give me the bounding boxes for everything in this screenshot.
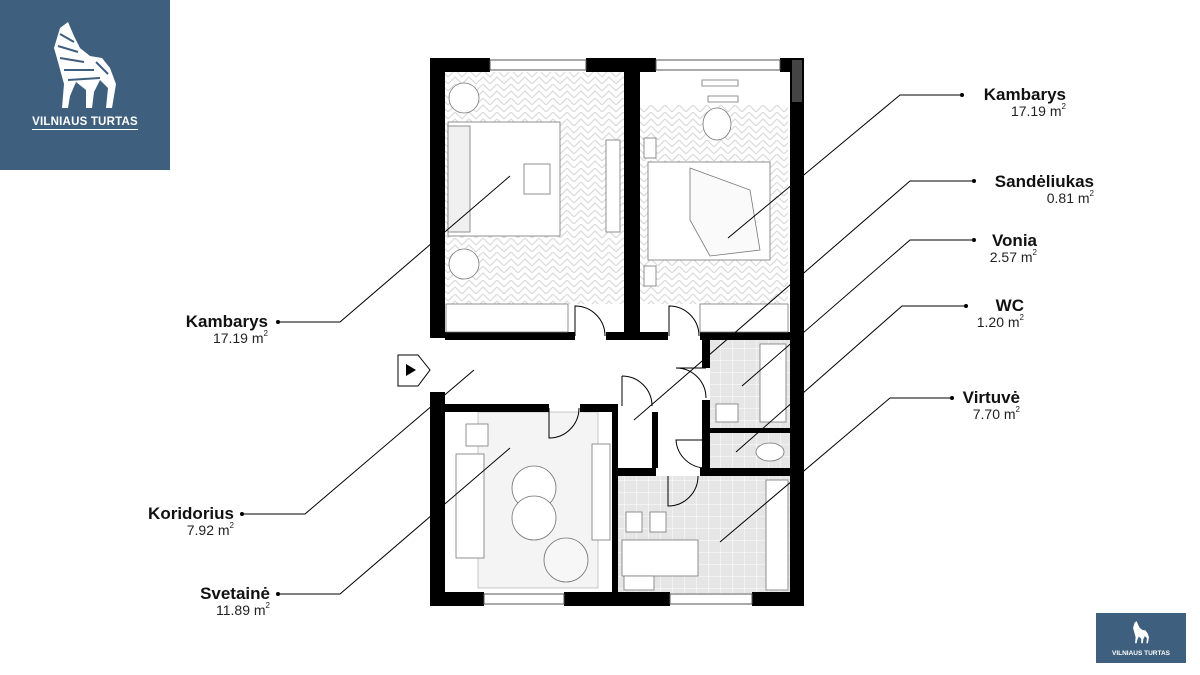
- furniture: [445, 79, 789, 591]
- room-area: 0.81 m2: [1046, 189, 1094, 206]
- windows: [483, 59, 781, 605]
- doors: [548, 305, 707, 507]
- room-name: Kambarys: [185, 312, 268, 331]
- wolf-icon: [1133, 621, 1149, 644]
- leader-dots: [240, 93, 976, 596]
- room-label: Vonia 2.57 m2: [900, 232, 1037, 264]
- room-name: Svetainė: [200, 584, 270, 603]
- radiator: [792, 60, 802, 102]
- room-label: Sandėliukas 0.81 m2: [900, 173, 1094, 205]
- wolf-icon: [54, 22, 116, 108]
- brand-logo-large: VILNIAUS TURTAS: [0, 0, 170, 170]
- room-name: Koridorius: [148, 504, 234, 523]
- room-area: 7.70 m2: [972, 405, 1020, 422]
- room-name: Sandėliukas: [994, 172, 1094, 191]
- leader-lines: [244, 94, 972, 595]
- room-label: WC 1.20 m2: [900, 297, 1024, 329]
- walls: [430, 58, 804, 606]
- room-area: 2.57 m2: [989, 248, 1037, 265]
- room-label: Kambarys 17.19 m2: [900, 86, 1066, 118]
- room-area: 17.19 m2: [1010, 102, 1066, 119]
- room-label: Svetainė 11.89 m2: [120, 585, 270, 617]
- room-label: Kambarys 17.19 m2: [120, 313, 268, 345]
- room-name: Virtuvė: [962, 388, 1020, 407]
- brand-name-small: VILNIAUS TURTAS: [1111, 650, 1171, 657]
- brand-logo-small: VILNIAUS TURTAS: [1096, 613, 1186, 663]
- room-name: WC: [995, 296, 1024, 315]
- room-name: Kambarys: [983, 85, 1066, 104]
- room-label: Koridorius 7.92 m2: [100, 505, 234, 537]
- room-area: 1.20 m2: [976, 313, 1024, 330]
- room-area: 7.92 m2: [186, 521, 234, 538]
- brand-name: VILNIAUS TURTAS: [32, 116, 138, 130]
- room-area: 11.89 m2: [215, 601, 270, 618]
- room-label: Virtuvė 7.70 m2: [900, 389, 1020, 421]
- room-area: 17.19 m2: [212, 329, 268, 346]
- room-name: Vonia: [991, 231, 1037, 250]
